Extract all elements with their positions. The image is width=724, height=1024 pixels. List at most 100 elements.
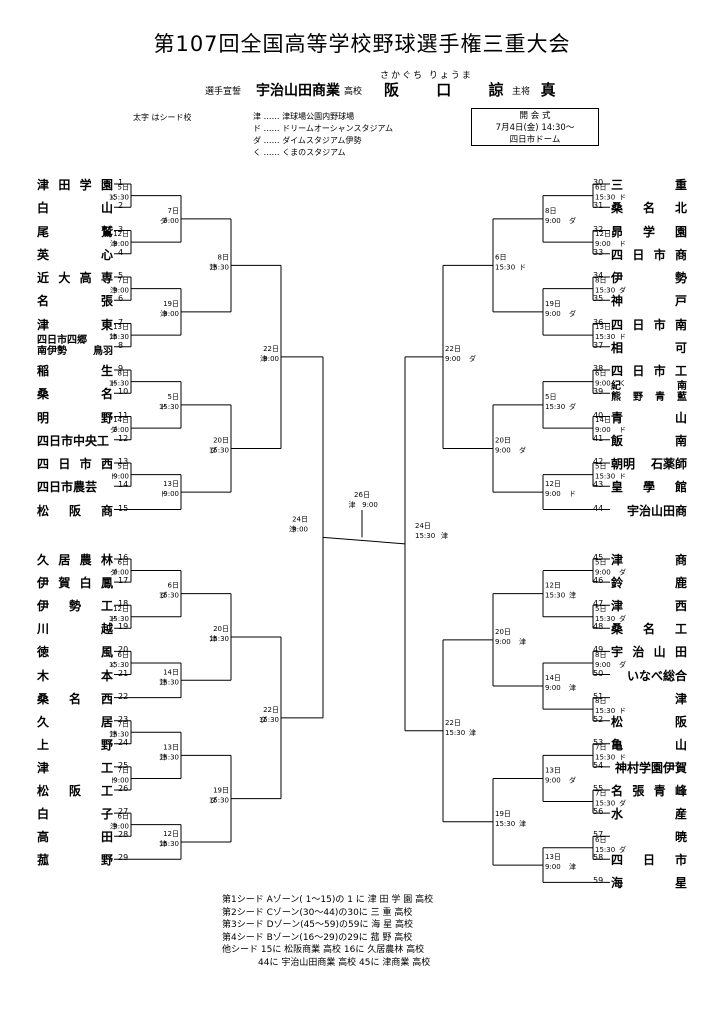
game-venue: ド: [160, 403, 167, 411]
game-date: 14日: [113, 416, 129, 424]
team-name-part: 青: [653, 784, 666, 798]
game-date: 5日: [118, 184, 129, 192]
team-name-part: 海: [611, 876, 624, 891]
team-right: 四日市工: [611, 362, 687, 379]
team-right: 亀山: [611, 736, 687, 753]
team-number: 59: [593, 876, 604, 886]
game-venue: 津: [160, 753, 167, 761]
team-name-part: 学: [642, 224, 655, 239]
game-date: 19日: [495, 810, 511, 818]
team-left: 名張: [37, 292, 113, 309]
game-venue: ド: [160, 490, 167, 498]
team-name-part: 田: [58, 178, 71, 192]
team-name-part: 三: [611, 178, 624, 192]
team-name-part: 田: [674, 645, 687, 660]
game-date: 12日: [545, 582, 561, 590]
team-name-part: 阪: [68, 503, 81, 518]
team-number: 10: [118, 387, 129, 397]
game-date: 13日: [545, 766, 561, 774]
game-venue: 津: [210, 263, 217, 271]
game-date: 13日: [545, 853, 561, 861]
game-venue: 津: [160, 840, 167, 848]
game-date: 6日: [118, 559, 129, 567]
game-venue: ダ: [110, 568, 117, 577]
team-name-part: 名: [37, 294, 50, 309]
team-number: 46: [593, 576, 604, 586]
team-number: 11: [118, 410, 129, 420]
team-number: 47: [593, 599, 604, 609]
team-number: 1: [118, 178, 124, 187]
team-name-part: 桑: [37, 691, 50, 706]
game-venue: ド: [110, 615, 117, 623]
oath-school: 宇治山田商業: [256, 83, 340, 99]
team-left: 松阪商: [37, 502, 113, 519]
game-date: 20日: [213, 436, 229, 444]
team-name-part: 戸: [674, 294, 687, 309]
team-name-part: 勢: [68, 599, 81, 614]
game-venue: ダ: [160, 591, 167, 600]
team-number: 35: [593, 294, 604, 304]
team-right: 朝明石薬師: [611, 455, 687, 472]
team-number: 25: [118, 760, 129, 770]
game-date: 5日: [595, 463, 606, 471]
game-venue: ダ: [210, 445, 217, 454]
game-date: 8日: [595, 651, 606, 659]
game-time: 15:30: [209, 635, 229, 643]
team-number: 39: [593, 387, 604, 397]
team-number: 28: [118, 830, 129, 840]
game-date: 6日: [168, 582, 179, 590]
team-name-part: 青: [655, 392, 665, 404]
team-number: 6: [118, 294, 124, 304]
team-right: 伊勢: [611, 269, 687, 286]
game-venue: ダ: [569, 309, 576, 318]
team-name-part: 張: [632, 784, 645, 798]
team-number: 40: [593, 410, 604, 420]
game-venue: ド: [619, 194, 626, 202]
team-number: 43: [593, 480, 604, 490]
game-venue: 津: [519, 638, 526, 646]
final-venue: 津: [349, 501, 356, 509]
team-number: 12: [118, 433, 129, 443]
team-name-part: 南: [674, 317, 687, 332]
game-date: 7日: [595, 790, 606, 798]
team-name-part: 勢: [674, 271, 687, 285]
team-right: 昴学園: [611, 223, 687, 240]
team-number: 20: [118, 645, 129, 655]
game-venue: 津: [260, 355, 267, 363]
game-time: 15:30: [259, 716, 279, 724]
game-date: 12日: [113, 230, 129, 238]
team-name-part: 高: [37, 830, 50, 845]
team-name-part: 工: [100, 760, 113, 775]
seed-row: 第2シード Cゾーン(30〜44)の30に 三 重 高校: [222, 907, 413, 918]
team-left: 白山: [37, 199, 113, 216]
team-right: 皇學館: [611, 478, 687, 495]
team-name-part: 工: [674, 364, 687, 378]
team-name-part: 名: [642, 622, 655, 637]
team-name-part: 伊: [611, 271, 624, 285]
team-number: 17: [118, 576, 129, 586]
final-line: [322, 536, 406, 545]
team-number: 48: [593, 622, 604, 632]
game-date: 13日: [163, 480, 179, 488]
game-time: 15:30: [595, 473, 615, 481]
team-left: 四日市四郷南伊勢鳥羽: [37, 335, 113, 357]
game-venue: 津: [289, 525, 296, 533]
game-venue: ダ: [160, 216, 167, 225]
team-name-part: 南: [677, 381, 687, 393]
team-number: 45: [593, 553, 604, 562]
team-name-part: 津: [37, 317, 50, 332]
team-name-part: 名: [100, 387, 113, 402]
game-date: 19日: [213, 787, 229, 795]
team-name-part: 近: [37, 271, 50, 285]
opening-ceremony-box: 開 会 式 7月4日(金) 14:30〜 四日市ドーム: [471, 108, 599, 146]
game-time: 9:00: [545, 863, 561, 871]
seed-row: 第4シード Bゾーン(16〜29)の29に 菰 野 高校: [222, 932, 413, 943]
game-time: 15:30: [209, 797, 229, 805]
game-date: 7日: [168, 207, 179, 215]
team-name-part: 山: [674, 737, 687, 752]
team-name-part: 商: [674, 553, 687, 567]
game-date: 6日: [118, 813, 129, 821]
team-right: 暁: [611, 828, 687, 845]
game-time: 15:30: [159, 840, 179, 848]
team-name-part: 白: [37, 201, 50, 216]
